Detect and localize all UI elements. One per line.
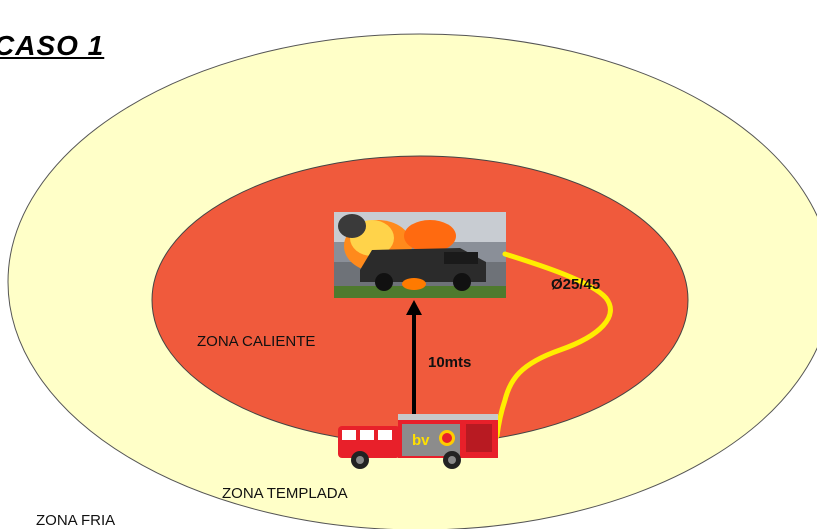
zone-fria-label: ZONA FRIA <box>36 512 116 529</box>
page-title: CASO 1 <box>0 30 105 61</box>
hose-line <box>494 251 613 439</box>
distance-label: 10mts <box>428 354 472 371</box>
fire-truck: bv <box>338 414 498 469</box>
zone-templada-label: ZONA TEMPLADA <box>222 485 348 502</box>
zone-caliente-label: ZONA CALIENTE <box>197 333 316 350</box>
truck-logo: bv <box>412 432 430 449</box>
burning-car-image <box>334 212 506 298</box>
distance-arrow <box>406 300 422 416</box>
hose-label: Ø25/45 <box>551 276 601 293</box>
